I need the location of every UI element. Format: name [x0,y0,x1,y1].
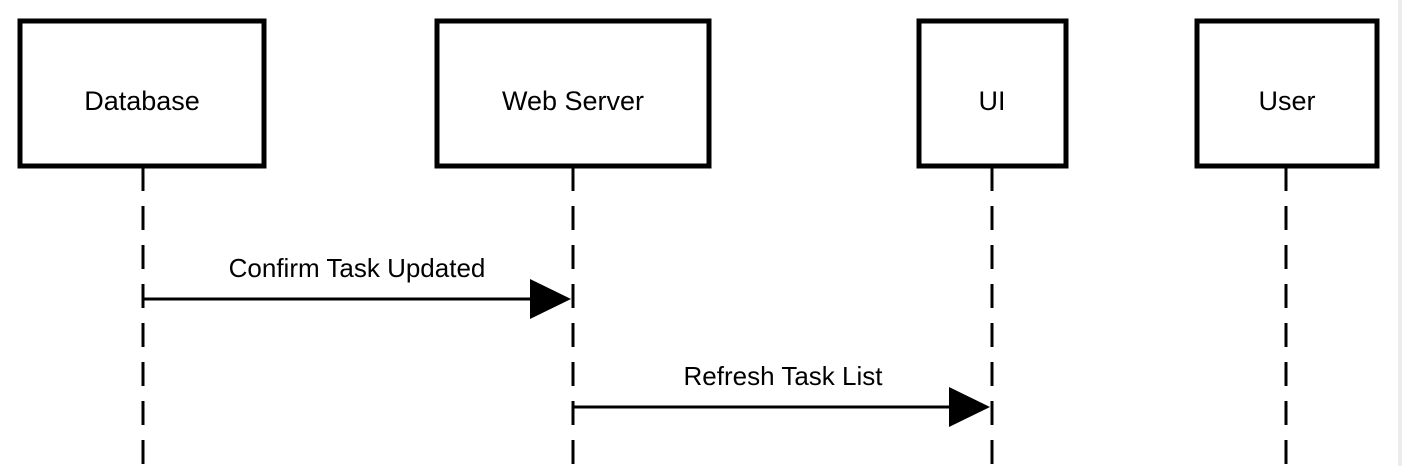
window-edge [1398,0,1402,466]
participant-box [434,18,712,169]
message-confirm-task-updated: Confirm Task Updated [143,253,571,319]
message-label: Refresh Task List [684,361,884,391]
participant-label-web-server: Web Server [502,86,644,116]
arrowhead-icon [530,279,571,319]
participant-box [17,18,267,169]
arrowhead-icon [949,387,990,427]
participant-database: Database [17,18,267,169]
participant-web-server: Web Server [434,18,712,169]
participant-user: User [1194,18,1380,169]
participant-ui: UI [916,18,1069,169]
participant-box [916,18,1069,169]
message-refresh-task-list: Refresh Task List [573,361,990,427]
participant-label-user: User [1258,86,1315,116]
participant-box [1194,18,1380,169]
participant-label-database: Database [84,86,200,116]
message-label: Confirm Task Updated [229,253,486,283]
participant-label-ui: UI [979,86,1006,116]
